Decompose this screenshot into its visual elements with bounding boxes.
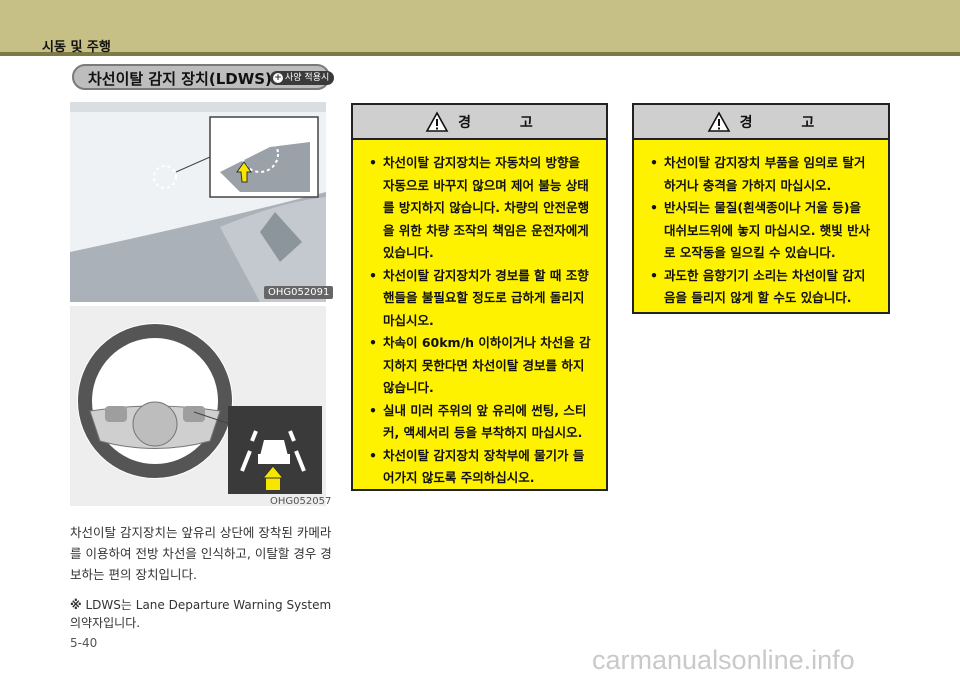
warning-item: 차선이탈 감지장치가 경보를 할 때 조향핸들을 불필요할 정도로 급하게 돌리… [367, 265, 592, 333]
windshield-illustration [70, 102, 326, 302]
warning-item: 과도한 음향기기 소리는 차선이탈 감지음을 들리지 않게 할 수도 있습니다. [648, 265, 874, 310]
warning-title: 경 고 [739, 114, 837, 131]
warning-triangle-icon [425, 110, 449, 132]
warning-item: 차선이탈 감지장치 장착부에 물기가 들어가지 않도록 주의하십시오. [367, 445, 592, 490]
warning-triangle-icon [707, 110, 731, 132]
option-badge: +사양 적용시 [270, 71, 335, 85]
warning-box-1: 경 고 차선이탈 감지장치는 자동차의 방향을 자동으로 바꾸지 않으며 제어 … [351, 103, 608, 491]
figure-code-2: OHG052057 [270, 496, 332, 507]
warning-header: 경 고 [634, 105, 888, 140]
warning-item: 차선이탈 감지장치는 자동차의 방향을 자동으로 바꾸지 않으며 제어 불능 상… [367, 152, 592, 265]
page-number: 5-40 [70, 636, 98, 650]
warning-header: 경 고 [353, 105, 606, 140]
badge-label: 사양 적용시 [285, 73, 330, 83]
camera-location-figure: OHG052091 [70, 102, 334, 302]
warning-item: 실내 미러 주위의 앞 유리에 썬팅, 스티커, 액세서리 등을 부착하지 마십… [367, 400, 592, 445]
abbreviation-note: ※ LDWS는 Lane Departure Warning System 의약… [70, 596, 332, 632]
warning-list: 차선이탈 감지장치는 자동차의 방향을 자동으로 바꾸지 않으며 제어 불능 상… [353, 140, 606, 490]
warning-item: 반사되는 물질(흰색종이나 거울 등)을 대쉬보드위에 놓지 마십시오. 햇빛 … [648, 197, 874, 265]
warning-item: 차선이탈 감지장치 부품을 임의로 탈거하거나 충격을 가하지 마십시오. [648, 152, 874, 197]
section-title: 시동 및 주행 [42, 40, 111, 55]
steering-wheel-figure [70, 306, 326, 506]
steering-wheel-illustration [70, 306, 326, 506]
warning-item: 차속이 60km/h 이하이거나 차선을 감지하지 못한다면 차선이탈 경보를 … [367, 332, 592, 400]
warning-box-2: 경 고 차선이탈 감지장치 부품을 임의로 탈거하거나 충격을 가하지 마십시오… [632, 103, 890, 314]
watermark: carmanualsonline.info [592, 645, 855, 675]
figure-code: OHG052091 [264, 286, 334, 299]
header-divider [0, 52, 960, 56]
note-text: LDWS는 Lane Departure Warning System 의약자입… [70, 598, 332, 630]
warning-title: 경 고 [458, 114, 555, 131]
description-paragraph: 차선이탈 감지장치는 앞유리 상단에 장착된 카메라를 이용하여 전방 차선을 … [70, 525, 332, 582]
plus-icon: + [273, 73, 283, 83]
note-mark: ※ [70, 598, 82, 612]
heading-title: 차선이탈 감지 장치(LDWS) [88, 70, 272, 88]
page-heading: 차선이탈 감지 장치(LDWS) +사양 적용시 [72, 64, 335, 90]
header-bar [0, 0, 960, 52]
warning-list: 차선이탈 감지장치 부품을 임의로 탈거하거나 충격을 가하지 마십시오. 반사… [634, 140, 888, 310]
